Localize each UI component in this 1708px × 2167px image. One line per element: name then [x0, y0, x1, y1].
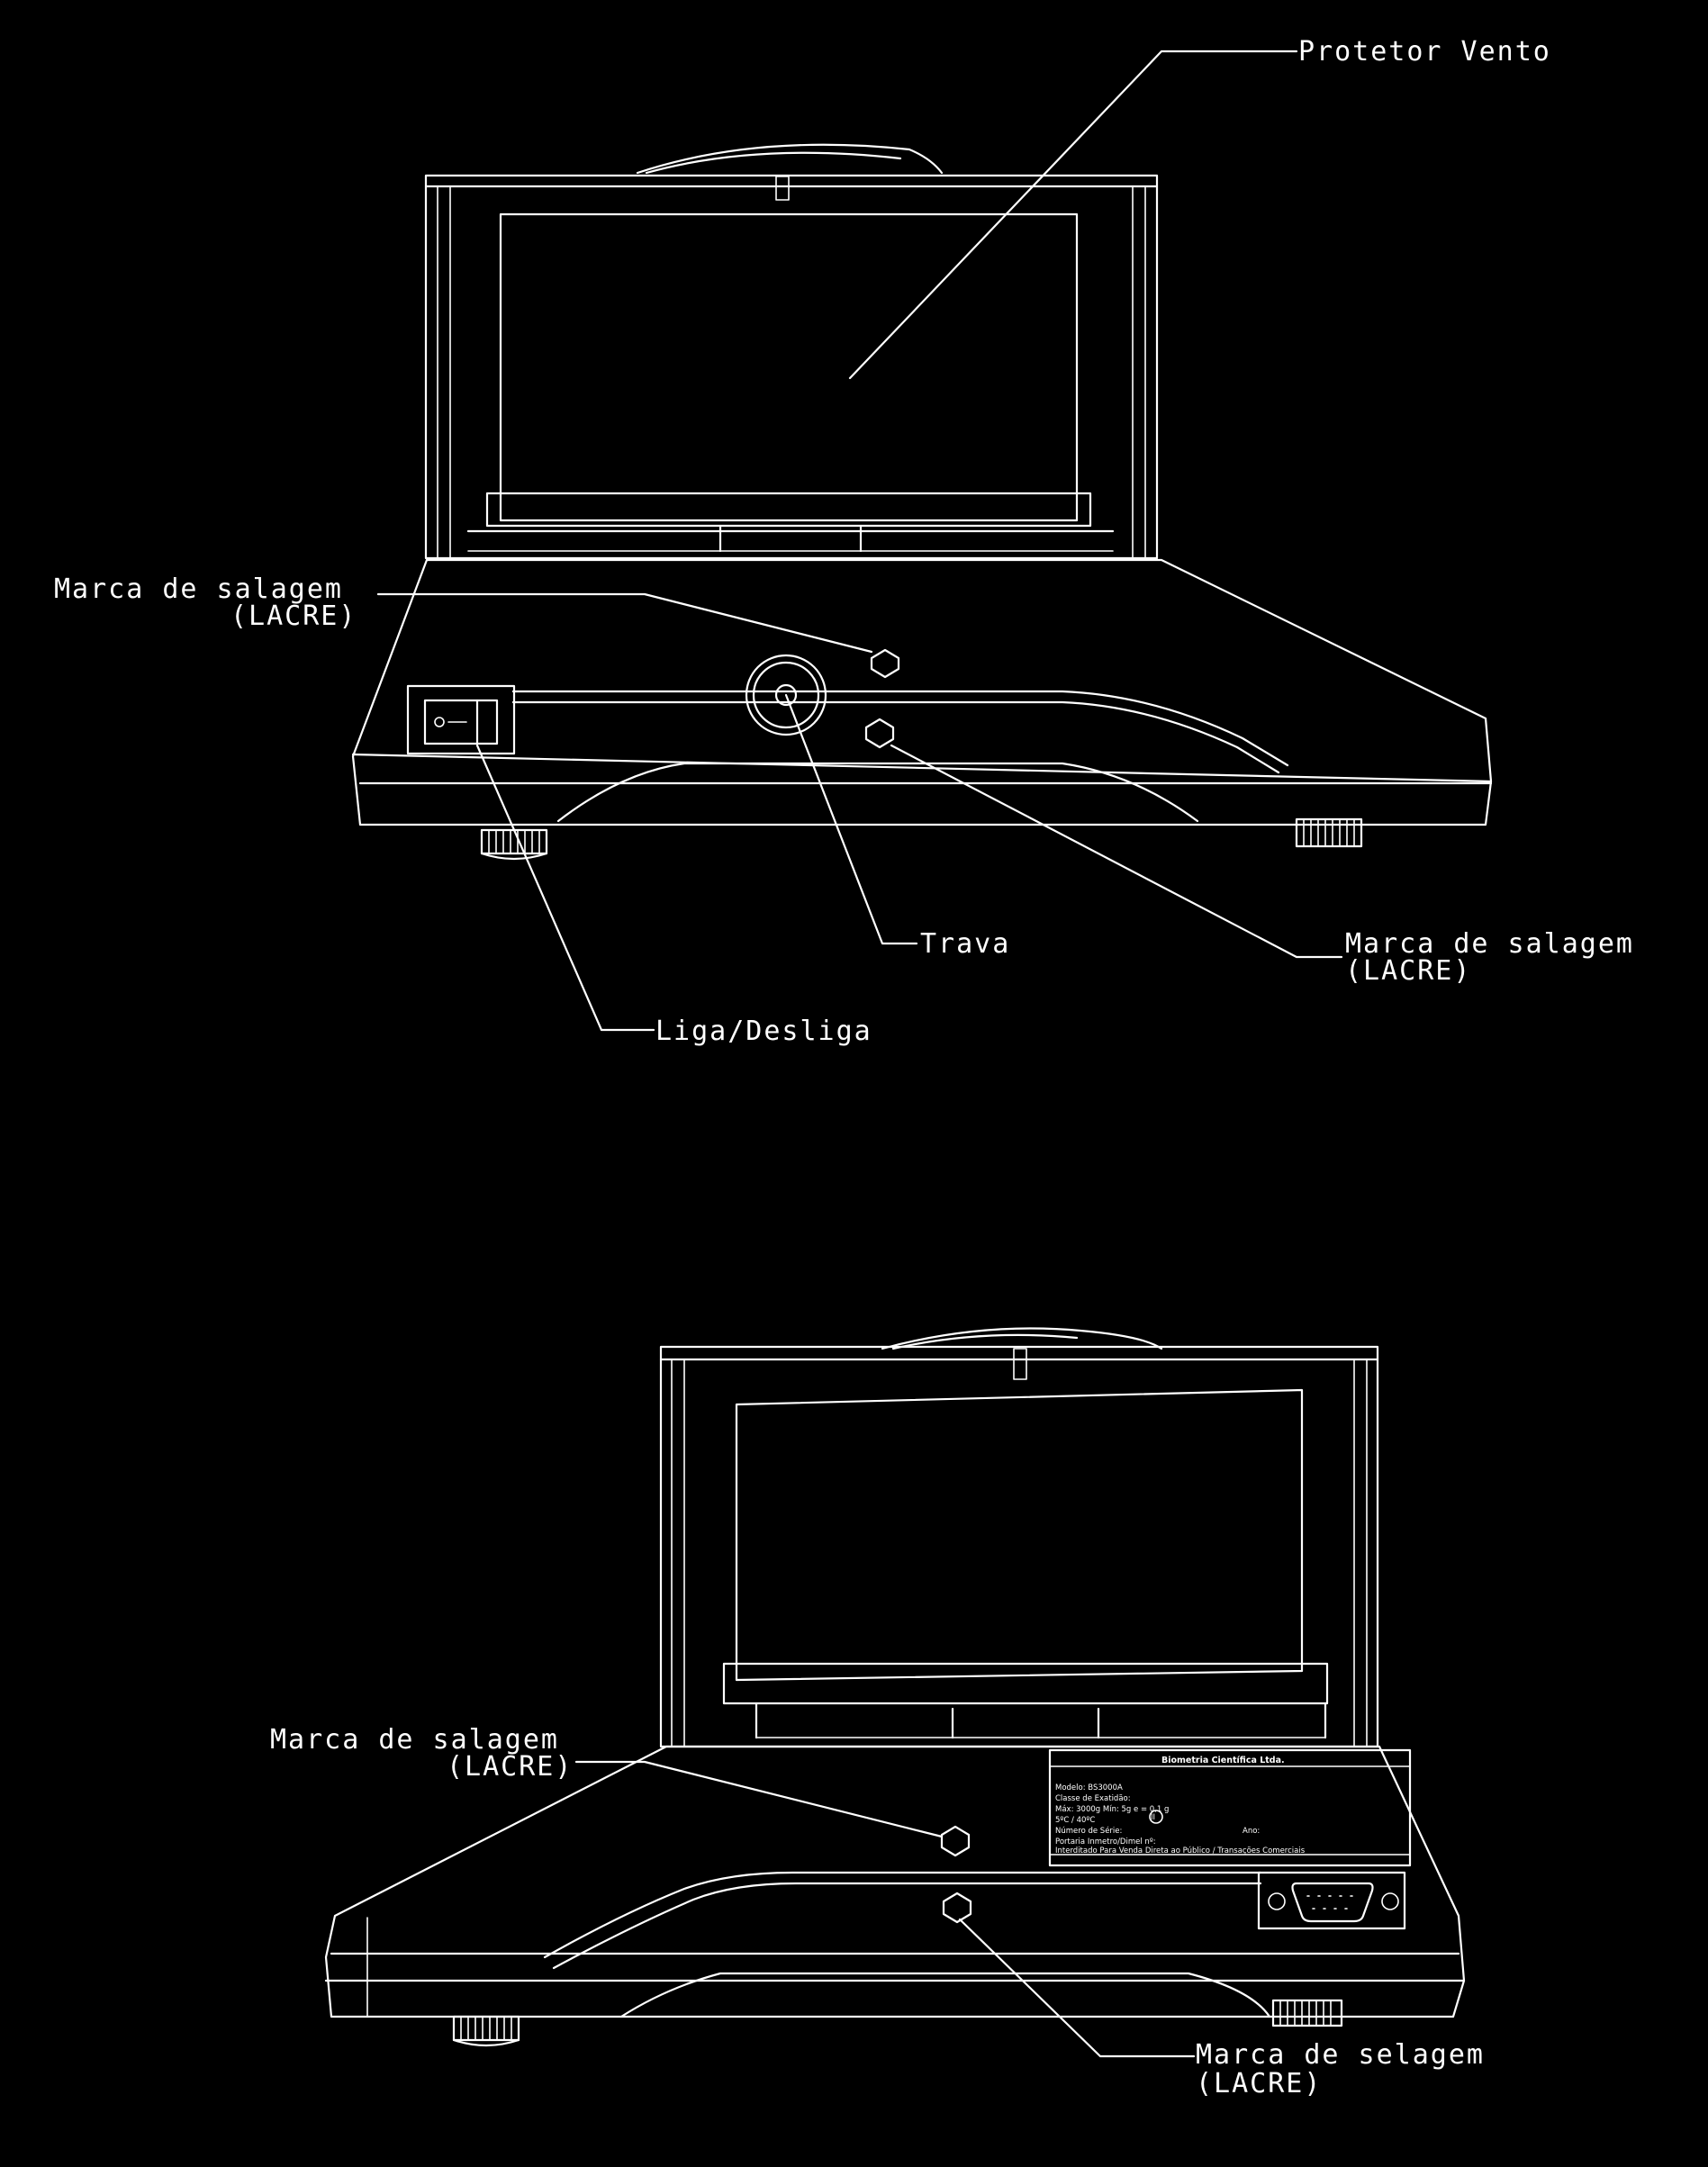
seal-mark-rear-lower [942, 1892, 972, 1924]
nameplate-line-6: Número de Série: [1055, 1826, 1122, 1836]
seal-mark-lower [864, 718, 895, 749]
seal-label-rear-upper-line2: (LACRE) [447, 1751, 573, 1783]
power-switch-housing [406, 684, 516, 755]
nameplate-line-7: Portaria Inmetro/Dimel nº: [1055, 1837, 1156, 1846]
nameplate-class-mark: II [1151, 1813, 1155, 1822]
rear-view-drawing: Biometria Científica Ltda. Modelo: BS300… [324, 1327, 1466, 2058]
foot-right [1295, 817, 1363, 848]
glass-panel-rear [735, 1388, 1304, 1682]
foot-left [480, 828, 548, 861]
nameplate-year-label: Ano: [1243, 1827, 1260, 1836]
seal-mark-rear-upper [940, 1825, 971, 1857]
serial-connector [1257, 1871, 1406, 1930]
nameplate-line-3: Classe de Exatidão: [1055, 1794, 1131, 1803]
wind-shield-label: Protetor Vento [1298, 36, 1551, 68]
seal-label-left-line1: Marca de salagem [54, 573, 343, 605]
glass-panel [499, 212, 1079, 522]
seal-label-right-line2: (LACRE) [1345, 955, 1471, 987]
front-view-drawing [351, 50, 1493, 1032]
seal-mark-upper [870, 648, 900, 679]
foot-rear-right [1271, 1999, 1343, 2027]
nameplate [1048, 1748, 1412, 1867]
seal-label-rear-lower-line2: (LACRE) [1196, 2068, 1322, 2099]
foot-rear-left [452, 2015, 520, 2047]
nameplate-line-4: Máx: 3000g Mín: 5g e = 0,1 g [1055, 1805, 1169, 1814]
seal-label-rear-lower-line1: Marca de selagem [1196, 2039, 1485, 2071]
power-switch [423, 699, 499, 745]
nameplate-line-1: Biometria Científica Ltda. [1161, 1756, 1285, 1765]
lock-label: Trava [920, 928, 1010, 960]
power-switch-label: Liga/Desliga [655, 1016, 872, 1047]
nameplate-line-5: 5ºC / 40ºC [1055, 1816, 1095, 1825]
nameplate-line-2: Modelo: BS3000A [1055, 1783, 1123, 1792]
nameplate-line-8: Interditado Para Venda Direta ao Público… [1055, 1846, 1306, 1855]
seal-label-right-line1: Marca de salagem [1345, 928, 1634, 960]
seal-label-rear-upper-line1: Marca de salagem [270, 1724, 559, 1756]
lock-knob [745, 654, 827, 736]
seal-label-left-line2: (LACRE) [230, 600, 357, 632]
